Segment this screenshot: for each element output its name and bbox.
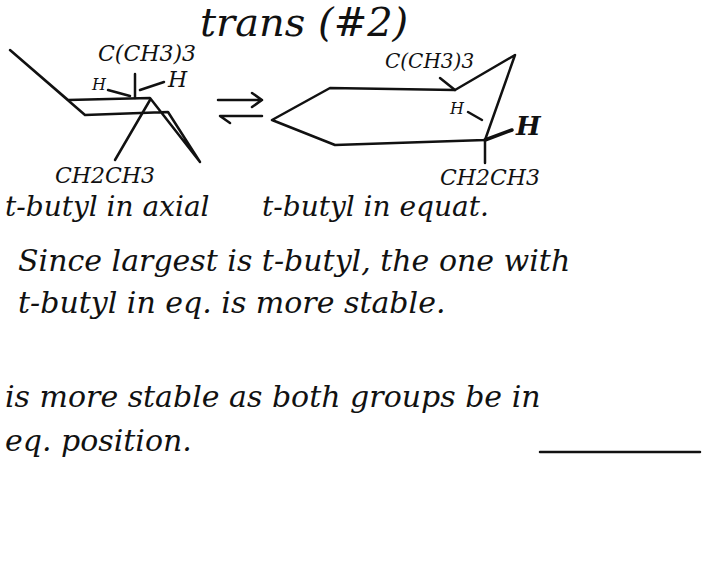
ethyl-bond [115, 100, 150, 160]
reverse-arrow [220, 116, 262, 123]
note-text: t-butyl in axial [5, 192, 210, 223]
atom-label: H [516, 112, 541, 141]
underline [540, 451, 700, 454]
equatorial-bond [440, 78, 455, 90]
substituent-label: C(CH3)3 [98, 42, 196, 66]
title: trans (#2) [200, 0, 408, 44]
substituent-label: C(CH3)3 [385, 50, 474, 72]
axial-bond [134, 74, 137, 98]
atom-label: H [450, 100, 464, 118]
h-bond [140, 82, 164, 90]
atom-label: H [168, 68, 187, 92]
h-bond [485, 130, 512, 140]
note-paragraph: Since largest is t-butyl, the one with t… [18, 240, 593, 324]
substituent-label: CH2CH3 [55, 164, 155, 188]
forward-arrow [218, 93, 262, 107]
h-bond [468, 112, 482, 120]
atom-label: H [92, 76, 106, 94]
note-text: t-butyl in equat. [262, 192, 489, 223]
note-paragraph: is more stable as both groups be in eq. … [5, 375, 545, 463]
chair-ring [10, 50, 200, 162]
h-bond [108, 90, 130, 96]
ethyl-bond [484, 140, 487, 163]
substituent-label: CH2CH3 [440, 166, 540, 190]
